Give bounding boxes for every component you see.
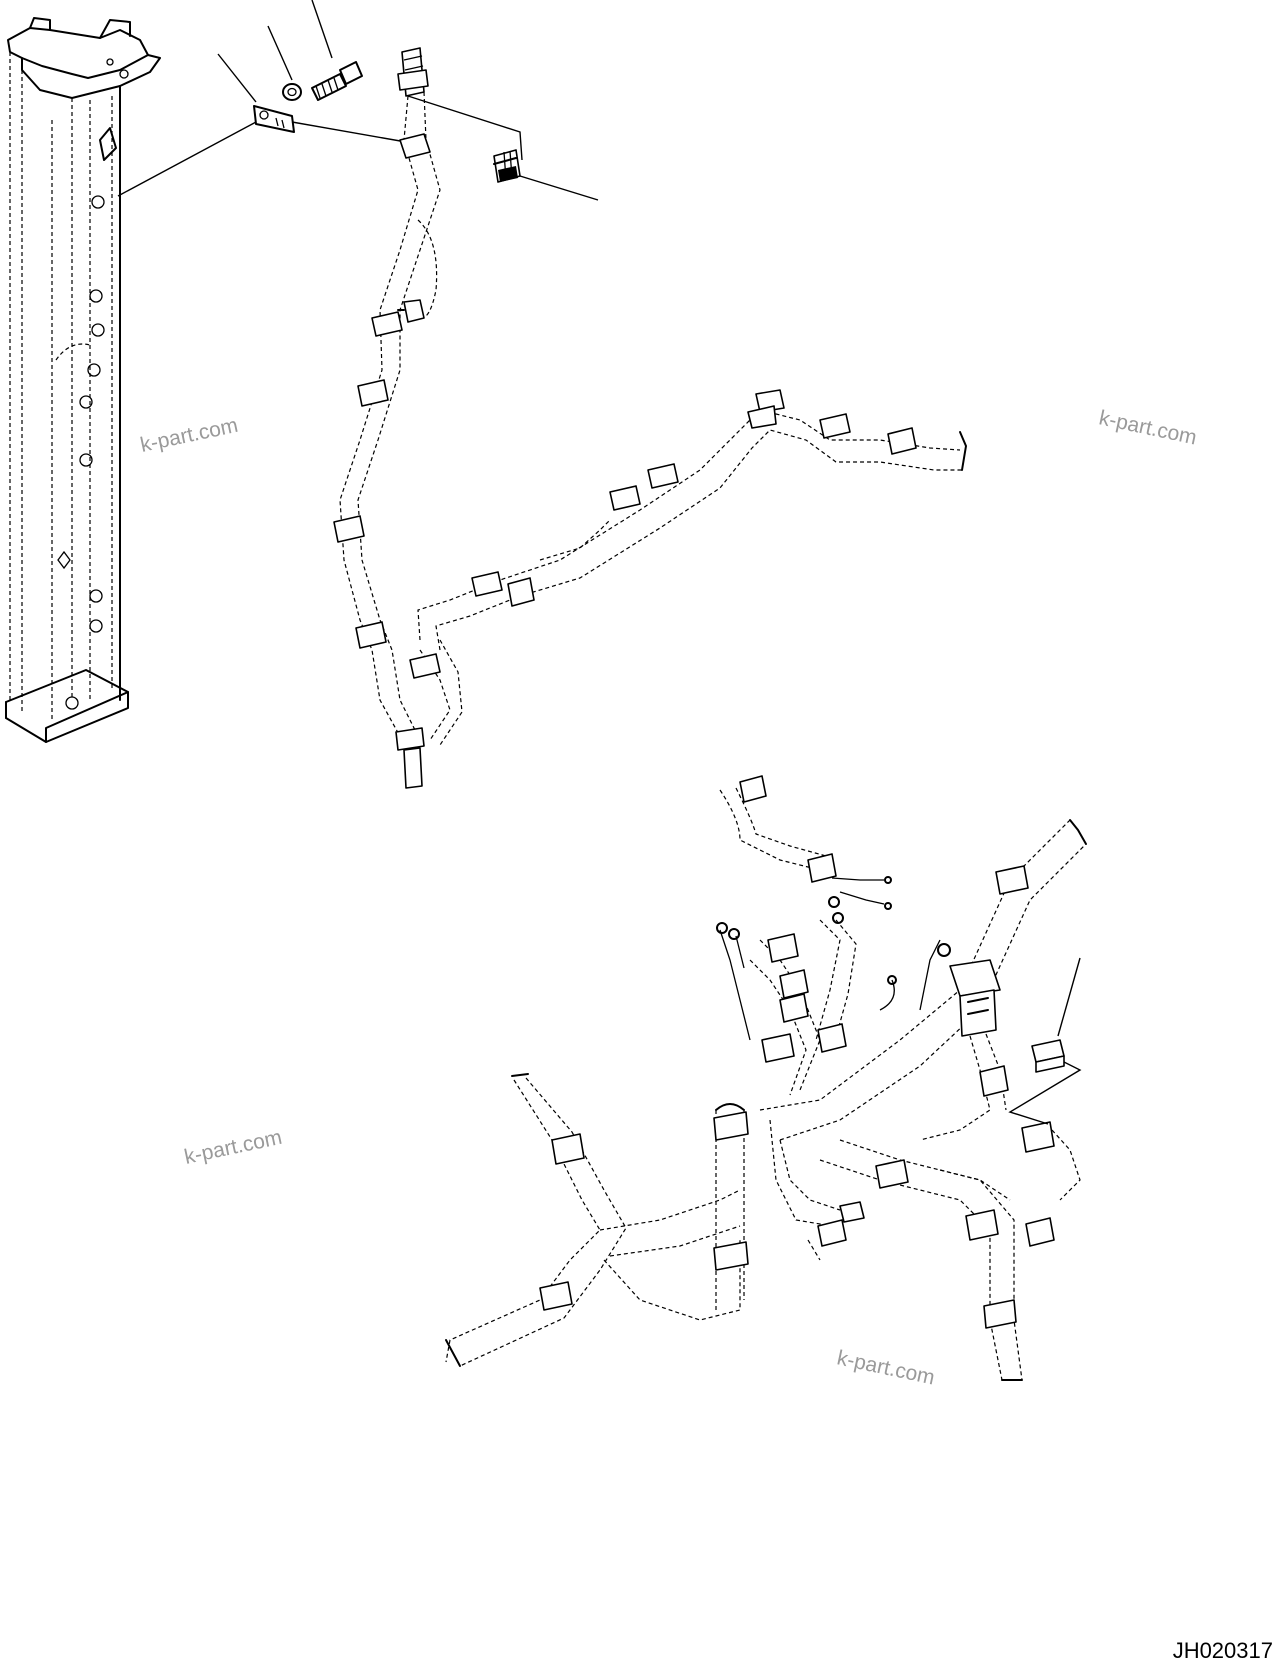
watermark-3: k-part.com bbox=[182, 1126, 284, 1169]
connector-block bbox=[493, 149, 521, 183]
drawing-code: JH020317 bbox=[1172, 1638, 1273, 1663]
watermark-2: k-part.com bbox=[1097, 406, 1199, 449]
bolt bbox=[311, 61, 363, 101]
post-holes bbox=[57, 195, 105, 633]
washer bbox=[282, 83, 302, 101]
connector-plug bbox=[1031, 1039, 1065, 1073]
harness-clamp-plate bbox=[253, 105, 295, 133]
lower-harness bbox=[445, 775, 1087, 1381]
watermark-1: k-part.com bbox=[138, 414, 240, 457]
watermark-4: k-part.com bbox=[835, 1346, 937, 1389]
upper-harness bbox=[333, 47, 967, 789]
vertical-post bbox=[5, 17, 161, 743]
